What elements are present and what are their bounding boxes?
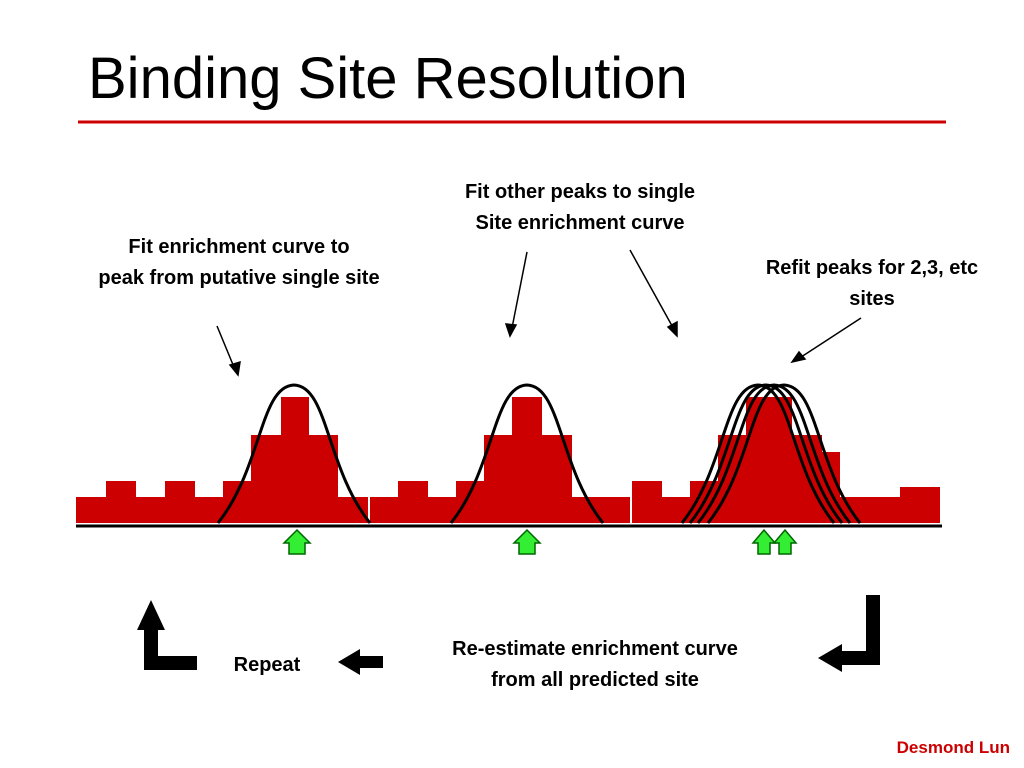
callout-line: Repeat — [233, 654, 301, 676]
enrichment-curve-peak-3a — [680, 383, 836, 524]
callout-line: peak from putative single site — [98, 267, 380, 289]
histogram-segment-2 — [370, 397, 630, 523]
corner-up-arrow-icon — [137, 600, 197, 670]
up-arrow-icon — [512, 528, 542, 555]
author-credit: Desmond Lun — [896, 738, 1010, 757]
callout-line: Fit enrichment curve to — [128, 236, 350, 258]
callout-line: Re-estimate enrichment curve — [452, 638, 738, 660]
left-arrow-icon — [338, 649, 383, 675]
corner-left-arrow-icon — [818, 595, 880, 672]
slide-title: Binding Site Resolution — [88, 46, 688, 111]
callout-refit-peaks: Refit peaks for 2,3, etc sites — [722, 253, 1022, 315]
predicted-site-markers — [282, 528, 798, 555]
callout-fit-single-site: Fit enrichment curve to peak from putati… — [52, 232, 426, 294]
up-arrow-icon — [751, 528, 777, 555]
enrichment-curve-peak-3b — [688, 383, 844, 524]
callout-fit-other-peaks: Fit other peaks to single Site enrichmen… — [410, 177, 750, 239]
pointer-line-2 — [510, 251, 528, 334]
callout-re-estimate: Re-estimate enrichment curve from all pr… — [400, 634, 790, 696]
histogram-segment-1 — [76, 397, 368, 523]
pointer-head-2 — [504, 323, 518, 338]
loop-arrows — [137, 595, 880, 675]
enrichment-curve-peak-1 — [216, 383, 372, 524]
pointer-line-4 — [794, 317, 862, 362]
enrichment-curve-peak-3c — [696, 383, 852, 524]
callout-repeat: Repeat — [212, 650, 322, 681]
enrichment-curve-peak-3d — [706, 383, 862, 524]
callout-line: Site enrichment curve — [475, 212, 685, 234]
callout-line: Refit peaks for 2,3, etc — [765, 257, 979, 279]
pointer-line-3 — [629, 249, 677, 334]
callout-line: sites — [849, 288, 895, 310]
up-arrow-icon — [282, 528, 312, 555]
enrichment-curves — [216, 383, 862, 524]
callout-line: from all predicted site — [491, 669, 699, 691]
up-arrow-icon — [772, 528, 798, 555]
pointer-head-4 — [790, 350, 807, 364]
pointer-head-1 — [228, 360, 241, 377]
callout-line: Fit other peaks to single — [464, 181, 696, 203]
enrichment-curve-peak-2 — [449, 383, 605, 524]
callout-pointers — [216, 249, 862, 377]
pointer-head-3 — [666, 320, 678, 338]
